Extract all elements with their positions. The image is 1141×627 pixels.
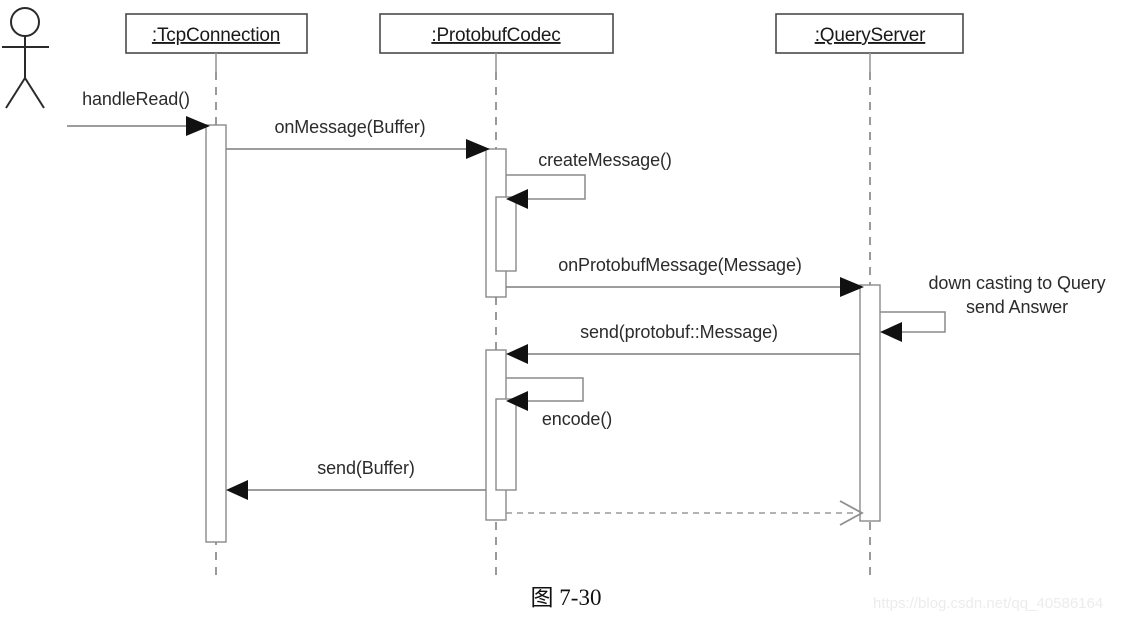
arrowhead-handle-read (186, 116, 210, 136)
message-label-encode: encode() (542, 409, 612, 429)
arrowhead-down-casting (880, 322, 902, 342)
activation-bar-server[interactable] (859, 284, 881, 522)
message-encode[interactable]: encode() (506, 377, 612, 429)
arrowhead-on-protobuf-message (840, 277, 864, 297)
actor-figure (2, 7, 49, 109)
message-label-handle-read: handleRead() (82, 89, 190, 109)
arrowhead-create-message (506, 189, 528, 209)
note-label-line1: down casting to Query (929, 273, 1106, 293)
lifeline-head-tcp[interactable]: :TcpConnection (125, 13, 308, 54)
message-on-message[interactable]: onMessage(Buffer) (226, 117, 490, 159)
message-label-on-protobuf-message: onProtobufMessage(Message) (558, 255, 802, 275)
activation-bar-codec-1-self[interactable] (495, 196, 517, 272)
message-label-on-message: onMessage(Buffer) (274, 117, 425, 137)
message-handle-read[interactable]: handleRead() (67, 89, 210, 136)
message-on-protobuf-message[interactable]: onProtobufMessage(Message) (506, 255, 864, 297)
note-label-line2: send Answer (966, 297, 1068, 317)
lifeline-label-server: :QueryServer (815, 25, 926, 46)
message-down-casting[interactable]: down casting to Query send Answer (880, 273, 1106, 342)
lifeline-label-codec: :ProtobufCodec (431, 25, 560, 46)
activation-bar-tcp[interactable] (205, 124, 227, 543)
arrowhead-send-protobuf (506, 344, 528, 364)
arrowhead-on-message (466, 139, 490, 159)
arrowhead-encode (506, 391, 528, 411)
activation-bar-codec-2-self[interactable] (495, 398, 517, 491)
message-create-message[interactable]: createMessage() (506, 150, 672, 209)
lifeline-head-server[interactable]: :QueryServer (775, 13, 964, 54)
arrowhead-send-buffer (226, 480, 248, 500)
lifeline-head-codec[interactable]: :ProtobufCodec (379, 13, 614, 54)
message-label-send-buffer: send(Buffer) (317, 458, 415, 478)
message-send-buffer[interactable]: send(Buffer) (226, 458, 486, 500)
message-send-protobuf[interactable]: send(protobuf::Message) (506, 322, 860, 364)
arrowhead-return-to-server (839, 500, 864, 526)
message-return-to-server[interactable] (506, 500, 864, 526)
figure-caption: 图 7-30 (531, 585, 602, 610)
lifeline-label-tcp: :TcpConnection (152, 25, 280, 46)
message-label-create-message: createMessage() (538, 150, 672, 170)
message-label-send-protobuf: send(protobuf::Message) (580, 322, 778, 342)
watermark-text: https://blog.csdn.net/qq_40586164 (873, 595, 1103, 612)
